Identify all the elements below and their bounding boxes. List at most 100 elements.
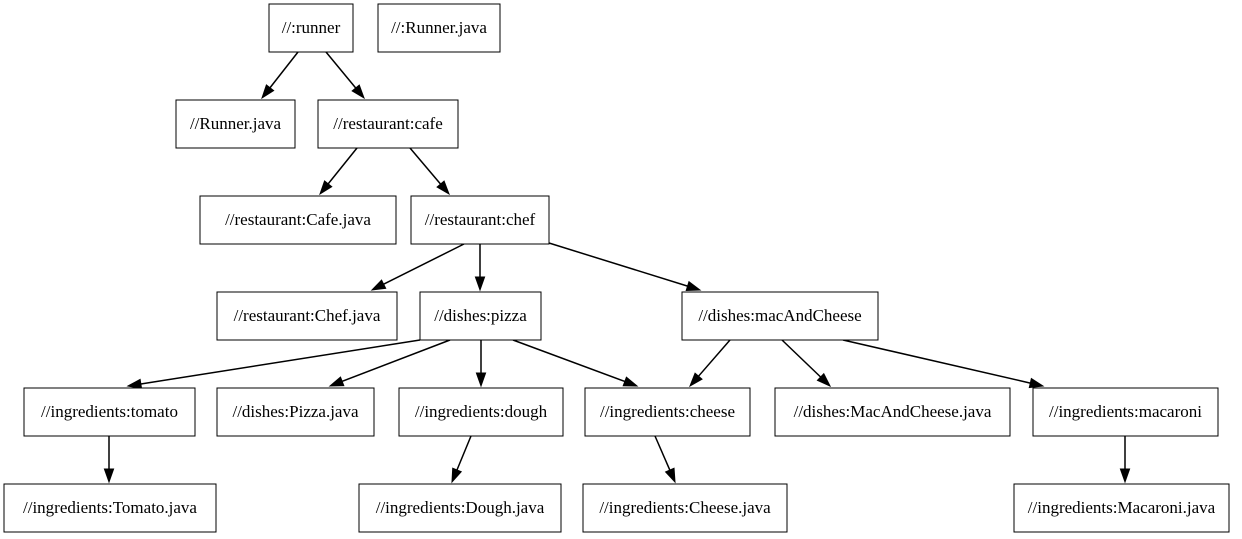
node-label: //ingredients:Dough.java xyxy=(376,498,545,517)
node-box[interactable] xyxy=(377,3,501,53)
node-label: //restaurant:cafe xyxy=(333,114,443,133)
node-label: //:runner xyxy=(282,18,341,37)
graph-node-dishes_macandcheese[interactable]: //dishes:macAndCheese xyxy=(681,291,879,341)
graph-edge xyxy=(126,339,421,390)
graph-edge xyxy=(319,147,358,196)
edge-line xyxy=(269,51,299,89)
edge-line xyxy=(383,243,465,285)
edge-line xyxy=(548,242,688,287)
node-box[interactable] xyxy=(584,387,751,437)
edge-arrowhead-icon xyxy=(689,372,703,388)
edge-line xyxy=(842,339,1031,384)
edge-line xyxy=(781,339,822,378)
graph-edge xyxy=(689,339,731,388)
node-label: //ingredients:dough xyxy=(415,402,548,421)
node-box[interactable] xyxy=(317,99,459,149)
node-label: //ingredients:Cheese.java xyxy=(599,498,771,517)
graph-edge xyxy=(451,435,472,484)
graph-node-restaurant_chef_java[interactable]: //restaurant:Chef.java xyxy=(216,291,398,341)
graph-edge xyxy=(475,340,487,388)
graph-node-runner_java_root[interactable]: //:Runner.java xyxy=(377,3,501,53)
graph-node-runner_target[interactable]: //:runner xyxy=(268,3,354,53)
edge-line xyxy=(654,435,671,471)
node-layer: //:runner //:Runner.java //Runner.java //re… xyxy=(3,3,1230,533)
node-box[interactable] xyxy=(268,3,354,53)
edge-arrowhead-icon xyxy=(370,279,387,291)
node-label: //ingredients:Macaroni.java xyxy=(1028,498,1216,517)
node-label: //dishes:Pizza.java xyxy=(232,402,359,421)
edge-arrowhead-icon xyxy=(319,180,333,196)
edge-line xyxy=(697,339,731,377)
node-box[interactable] xyxy=(1032,387,1219,437)
graph-edge xyxy=(654,435,676,484)
edge-arrowhead-icon xyxy=(351,84,365,100)
node-box[interactable] xyxy=(358,483,562,533)
graph-node-ing_tomato_java[interactable]: //ingredients:Tomato.java xyxy=(3,483,217,533)
edge-line xyxy=(456,435,472,471)
graph-node-restaurant_cafe[interactable]: //restaurant:cafe xyxy=(317,99,459,149)
graph-node-runner_java[interactable]: //Runner.java xyxy=(175,99,296,149)
node-box[interactable] xyxy=(199,195,397,245)
graph-edge xyxy=(328,339,451,387)
edge-line xyxy=(512,339,626,383)
node-box[interactable] xyxy=(410,195,550,245)
graph-edge xyxy=(370,243,465,291)
graph-edge xyxy=(781,339,832,388)
graph-node-restaurant_chef[interactable]: //restaurant:chef xyxy=(410,195,550,245)
edge-line xyxy=(140,339,421,385)
node-label: //Runner.java xyxy=(190,114,282,133)
edge-arrowhead-icon xyxy=(328,376,345,387)
graph-edge xyxy=(261,51,299,100)
node-label: //dishes:pizza xyxy=(434,306,527,325)
graph-node-restaurant_cafe_java[interactable]: //restaurant:Cafe.java xyxy=(199,195,397,245)
node-box[interactable] xyxy=(216,291,398,341)
graph-node-dishes_pizza_java[interactable]: //dishes:Pizza.java xyxy=(216,387,375,437)
graph-node-dishes_pizza[interactable]: //dishes:pizza xyxy=(419,291,542,341)
graph-edge xyxy=(512,339,639,387)
edge-arrowhead-icon xyxy=(664,467,676,484)
node-box[interactable] xyxy=(681,291,879,341)
node-label: //dishes:MacAndCheese.java xyxy=(794,402,992,421)
edge-arrowhead-icon xyxy=(622,376,639,387)
graph-edge xyxy=(1119,436,1131,484)
graph-node-ing_macaroni[interactable]: //ingredients:macaroni xyxy=(1032,387,1219,437)
graph-edge xyxy=(548,242,702,292)
edge-line xyxy=(341,339,451,383)
node-box[interactable] xyxy=(398,387,564,437)
node-box[interactable] xyxy=(1013,483,1230,533)
node-box[interactable] xyxy=(582,483,788,533)
node-box[interactable] xyxy=(23,387,196,437)
node-label: //ingredients:tomato xyxy=(41,402,178,421)
edge-line xyxy=(325,51,357,89)
graph-node-ing_dough[interactable]: //ingredients:dough xyxy=(398,387,564,437)
node-label: //restaurant:chef xyxy=(425,210,536,229)
node-box[interactable] xyxy=(419,291,542,341)
graph-edge xyxy=(325,51,365,100)
edge-arrowhead-icon xyxy=(1028,377,1045,389)
graph-node-ing_dough_java[interactable]: //ingredients:Dough.java xyxy=(358,483,562,533)
node-box[interactable] xyxy=(216,387,375,437)
node-box[interactable] xyxy=(3,483,217,533)
edge-arrowhead-icon xyxy=(1119,468,1131,484)
graph-edge xyxy=(474,244,486,292)
graph-node-dishes_macandcheese_java[interactable]: //dishes:MacAndCheese.java xyxy=(774,387,1011,437)
edge-arrowhead-icon xyxy=(451,467,463,484)
edge-arrowhead-icon xyxy=(126,378,143,390)
graph-node-ing_cheese_java[interactable]: //ingredients:Cheese.java xyxy=(582,483,788,533)
node-box[interactable] xyxy=(774,387,1011,437)
graph-node-ing_cheese[interactable]: //ingredients:cheese xyxy=(584,387,751,437)
edge-arrowhead-icon xyxy=(685,280,702,292)
edge-layer xyxy=(103,51,1131,484)
node-label: //restaurant:Chef.java xyxy=(234,306,381,325)
node-box[interactable] xyxy=(175,99,296,149)
edge-arrowhead-icon xyxy=(475,372,487,388)
graph-edge xyxy=(409,147,450,196)
edge-line xyxy=(409,147,442,185)
edge-arrowhead-icon xyxy=(261,84,275,100)
graph-node-ing_macaroni_java[interactable]: //ingredients:Macaroni.java xyxy=(1013,483,1230,533)
edge-arrowhead-icon xyxy=(816,372,832,388)
edge-arrowhead-icon xyxy=(436,180,450,196)
graph-node-ing_tomato[interactable]: //ingredients:tomato xyxy=(23,387,196,437)
